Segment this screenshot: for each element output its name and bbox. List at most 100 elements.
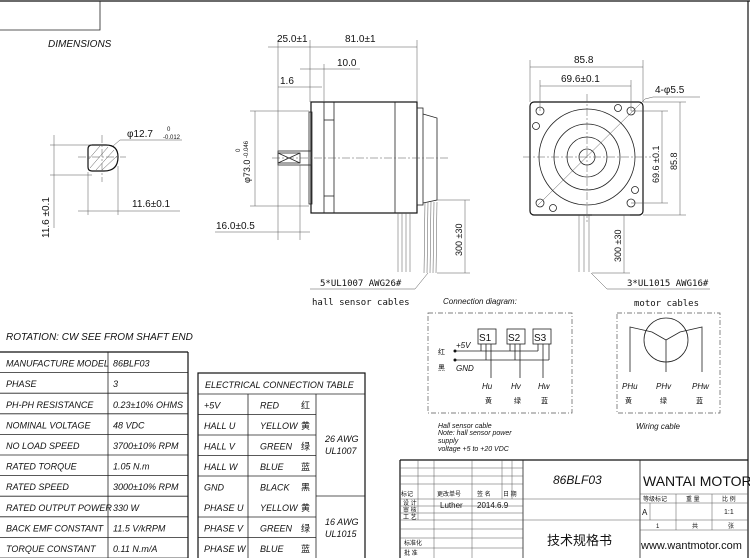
grade-label: 等级标记 — [643, 495, 667, 503]
output-phu-cn: 黄 — [625, 396, 632, 405]
electrical-wire-color: BLUE — [260, 462, 285, 472]
motor-cable-label: motor cables — [634, 299, 699, 309]
spec-label: RATED OUTPUT POWER — [6, 503, 112, 513]
scale-label: 比 例 — [722, 495, 736, 503]
label-gnd: GND — [456, 364, 474, 373]
motor-cable-spec: 3*UL1015 AWG16# — [627, 279, 709, 289]
motor-front-view: 85.8 69.6±0.1 4-φ5.5 69.6 ±0.1 85.8 300 … — [523, 55, 710, 309]
spec-value: 330 W — [113, 503, 141, 513]
dimensions-title: DIMENSIONS — [48, 39, 112, 50]
label-plus-5v: +5V — [456, 341, 471, 350]
sensor-s1: S1 — [479, 333, 492, 344]
group2-ul: UL1015 — [325, 529, 358, 539]
shaft-flat-width: 11.6±0.1 — [132, 199, 171, 210]
spec-value: 3 — [113, 379, 118, 389]
electrical-wire-color-cn: 红 — [301, 400, 310, 411]
connection-title: Connection diagram: — [443, 297, 517, 306]
spec-value: 1.05 N.m — [113, 462, 150, 472]
spec-label: NOMINAL VOLTAGE — [6, 420, 92, 430]
electrical-wire-color-cn: 黄 — [301, 420, 310, 431]
dim-1-6: 1.6 — [280, 76, 294, 87]
output-hw: Hw — [538, 382, 551, 391]
group1-awg: 26 AWG — [324, 434, 359, 444]
motor-side-view: 25.0±1 81.0±1 10.0 1.6 16.0±0.5 φ73.0 0 … — [215, 34, 470, 308]
dim-motor-cable-length: 300 ±30 — [613, 230, 623, 262]
electrical-table-title: ELECTRICAL CONNECTION TABLE — [205, 380, 355, 390]
electrical-wire-color-cn: 绿 — [301, 441, 310, 452]
electrical-wire-color-cn: 黑 — [301, 483, 310, 493]
shaft-tol-lower: -0.012 — [163, 135, 181, 141]
scale-value: 1:1 — [724, 509, 734, 516]
electrical-signal: GND — [204, 483, 225, 493]
spec-label: BACK EMF CONSTANT — [6, 523, 105, 533]
dim-body-length: 81.0±1 — [345, 34, 376, 45]
spec-label: RATED TORQUE — [6, 462, 78, 472]
electrical-wire-color-cn: 绿 — [301, 523, 310, 534]
shaft-diameter: φ12.7 — [127, 129, 153, 140]
dim-flat-length: 16.0±0.5 — [216, 221, 255, 232]
spec-value: 0.11 N.m/A — [113, 544, 157, 554]
row-design: 设 计 — [403, 499, 417, 507]
electrical-wire-color-cn: 黄 — [301, 502, 310, 513]
output-phw: PHw — [692, 382, 710, 391]
row-review: 审 核 — [403, 506, 417, 514]
electrical-signal: HALL V — [204, 442, 236, 452]
shaft-tol-upper: 0 — [167, 127, 171, 133]
dim-mount-holes: 4-φ5.5 — [655, 85, 685, 96]
electrical-signal: +5V — [204, 401, 221, 411]
spec-value: 0.23±10% OHMS — [113, 400, 183, 410]
dim-hole-spacing-v: 69.6 ±0.1 — [651, 146, 661, 183]
output-phw-cn: 蓝 — [696, 396, 703, 405]
doc-title: 技术规格书 — [547, 533, 612, 548]
electrical-wire-color: BLUE — [260, 544, 285, 554]
dim-pilot-diameter: φ73.0 — [242, 160, 252, 183]
sheet-number: 1 — [656, 524, 660, 530]
spec-value: 11.5 V/kRPM — [113, 523, 166, 533]
dim-10: 10.0 — [337, 58, 357, 69]
shaft-flat-height: 11.6 ±0.1 — [41, 197, 52, 238]
sensor-s2: S2 — [508, 333, 521, 344]
spec-label: TORQUE CONSTANT — [6, 544, 97, 554]
shaft-section: φ12.7 0 -0.012 11.6±0.1 11.6 ±0.1 — [41, 127, 182, 238]
electrical-wire-color: BLACK — [260, 483, 291, 493]
sheets-label: 张 — [728, 522, 734, 530]
electrical-signal: PHASE V — [204, 524, 244, 534]
dim-hall-cable-length: 300 ±30 — [454, 224, 464, 256]
dim-front-height: 85.8 — [669, 152, 679, 170]
hall-cable-spec: 5*UL1007 AWG26# — [320, 279, 402, 289]
output-hv-cn: 绿 — [514, 396, 521, 405]
company-website: www.wantmotor.com — [640, 540, 742, 552]
title-block: 标记 更改单号 签 名 日 期 设 计 审 核 工 艺 标准化 批 准 Luth… — [399, 459, 750, 558]
electrical-wire-color: YELLOW — [260, 503, 299, 513]
output-phu: PHu — [622, 382, 638, 391]
dim-front-width: 85.8 — [574, 55, 594, 66]
connection-diagram: Connection diagram: S1 S2 S3 +5V GND 红 黑… — [427, 297, 573, 453]
spec-label: MANUFACTURE MODEL — [6, 359, 109, 369]
spec-label: PHASE — [6, 379, 38, 389]
header-date: 日 期 — [503, 490, 517, 498]
header-sign: 签 名 — [477, 490, 491, 498]
electrical-signal: HALL U — [204, 421, 236, 431]
dim-shaft-length: 25.0±1 — [277, 34, 308, 45]
row-standard: 标准化 — [404, 539, 422, 547]
header-change: 更改单号 — [437, 490, 461, 498]
spec-value: 86BLF03 — [113, 359, 150, 369]
electrical-wire-color: GREEN — [260, 442, 293, 452]
row-process: 工 艺 — [403, 513, 417, 521]
note-line-3: supply — [438, 438, 459, 445]
electrical-wire-color: RED — [260, 401, 280, 411]
dim-hole-spacing-h: 69.6±0.1 — [561, 74, 600, 85]
spec-value: 3000±10% RPM — [113, 482, 179, 492]
spec-label: NO LOAD SPEED — [6, 441, 80, 451]
electrical-signal: PHASE U — [204, 503, 244, 513]
sensor-s3: S3 — [534, 333, 547, 344]
output-hw-cn: 蓝 — [541, 396, 548, 405]
electrical-wire-color-cn: 蓝 — [301, 543, 310, 554]
weight-label: 重 量 — [686, 495, 700, 503]
output-hv: Hv — [511, 382, 522, 391]
label-black-cn: 黑 — [438, 364, 445, 372]
